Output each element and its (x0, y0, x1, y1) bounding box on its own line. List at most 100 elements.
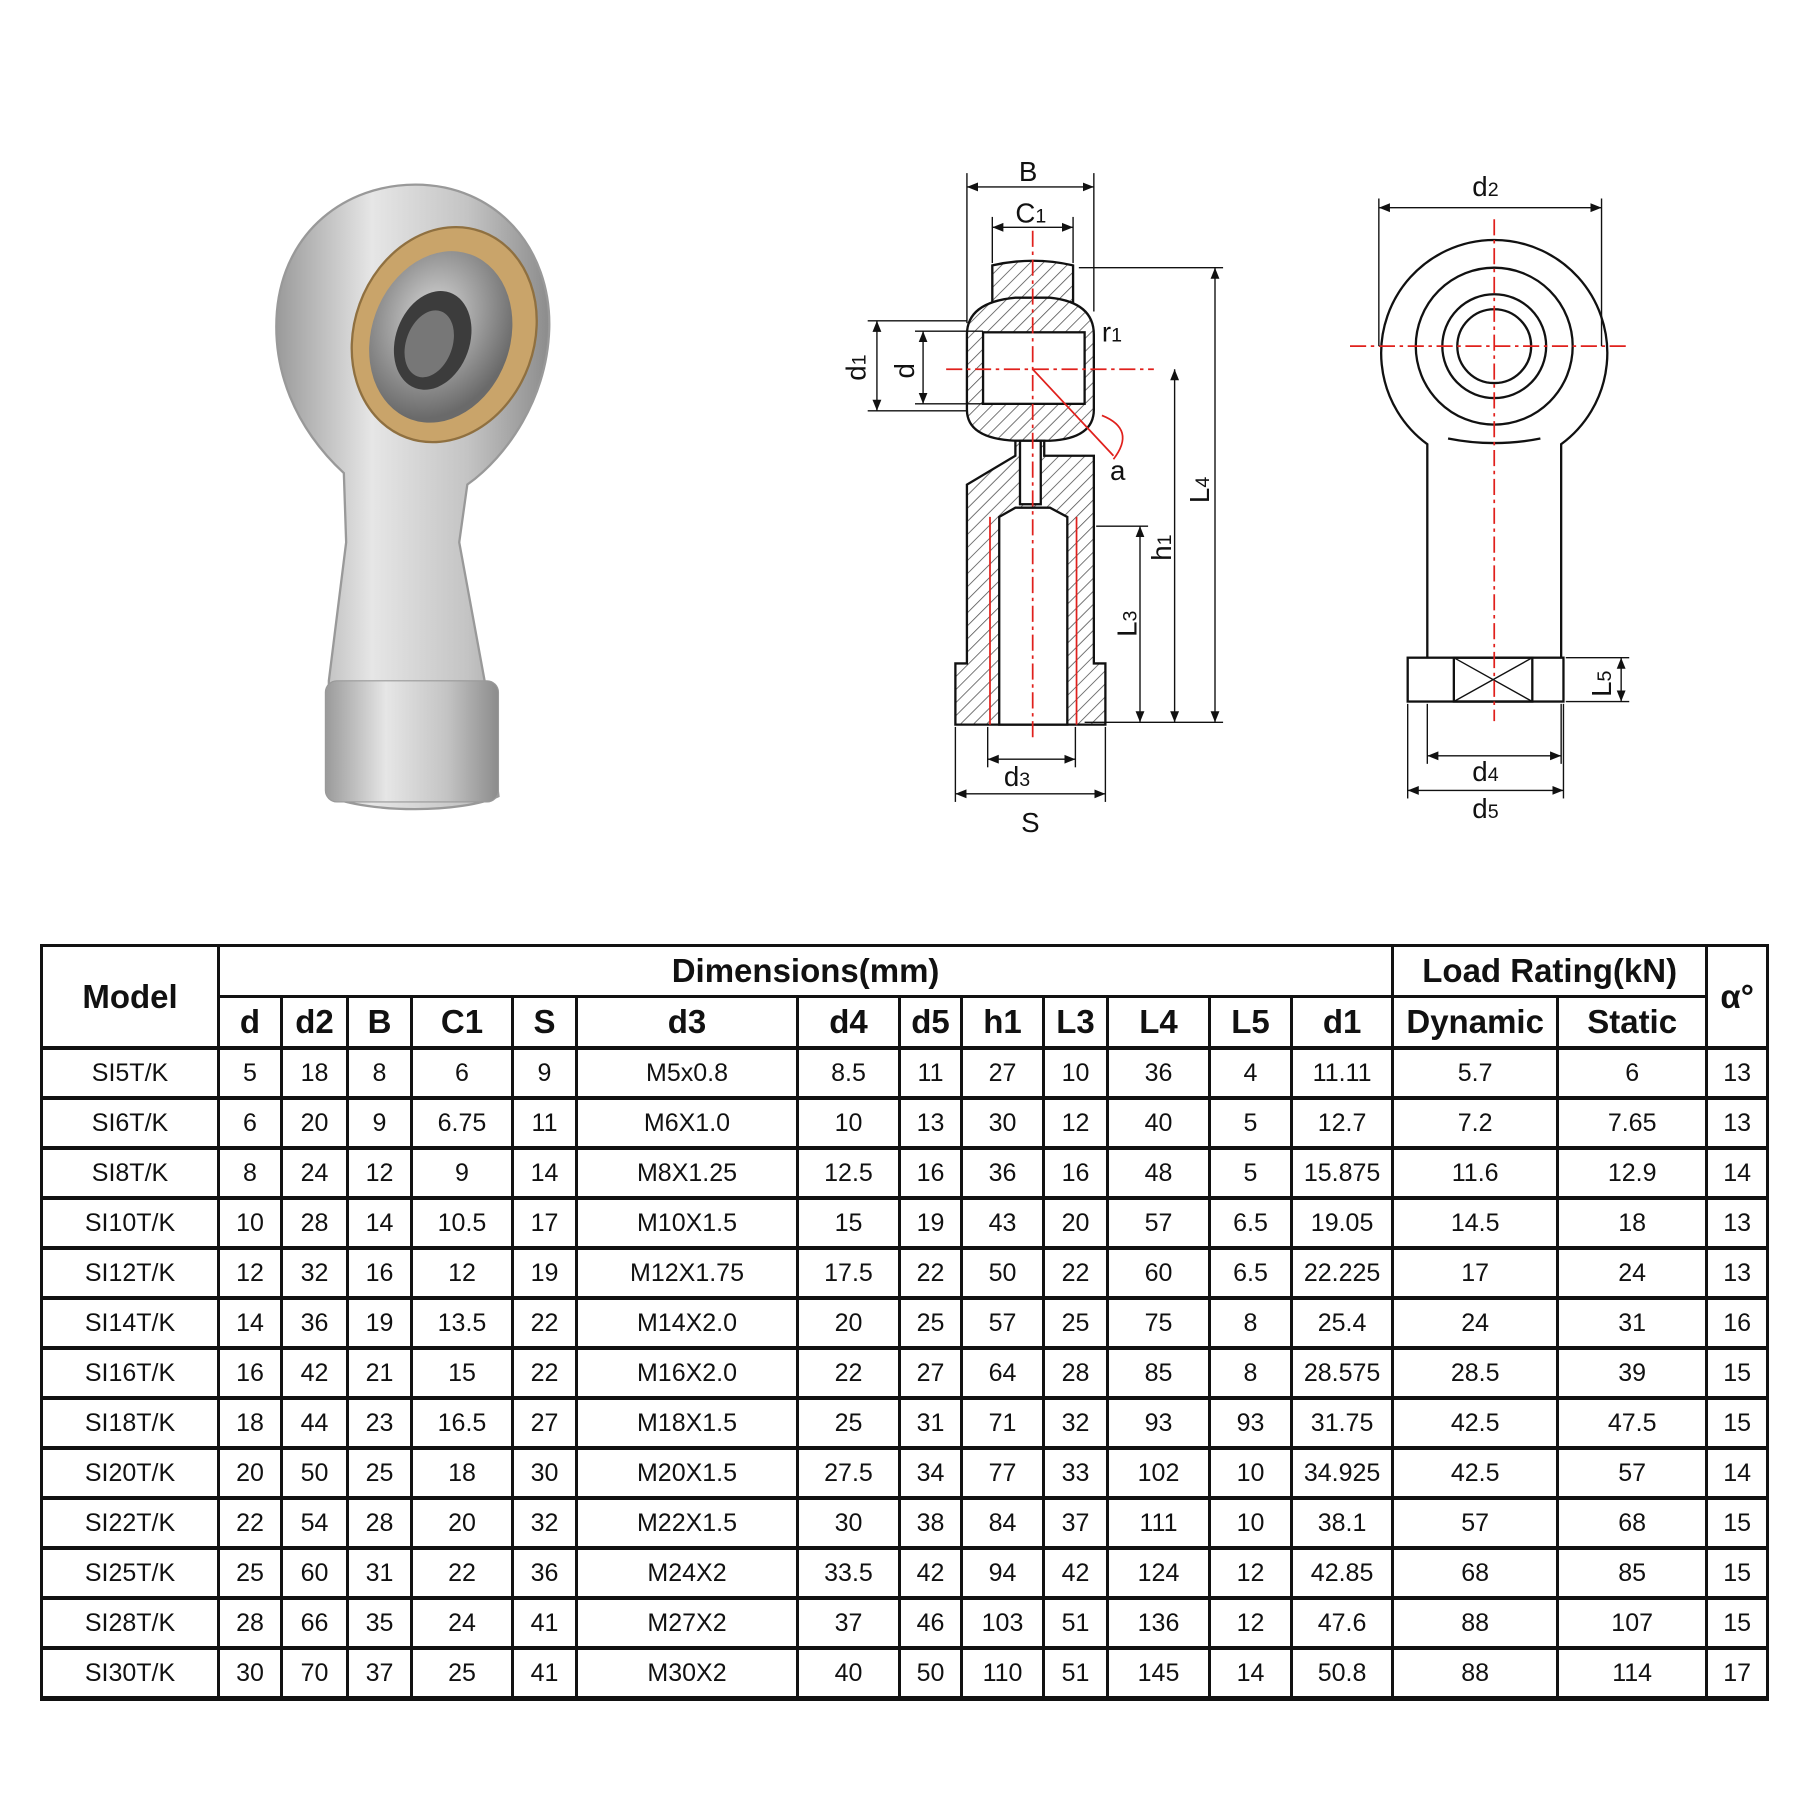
label-d1: d1 (840, 354, 871, 380)
table-cell: 50 (280, 1446, 349, 1500)
table-cell: 8 (217, 1146, 283, 1200)
table-cell: 35 (346, 1596, 413, 1650)
table-cell: 25 (346, 1446, 413, 1500)
table-cell: 11 (898, 1046, 963, 1100)
table-cell: 27 (511, 1396, 578, 1450)
model-cell: SI20T/K (40, 1446, 220, 1500)
label-h1: h1 (1146, 534, 1177, 560)
table-cell: 37 (796, 1596, 901, 1650)
table-cell: 50 (898, 1646, 963, 1700)
table-cell: 41 (511, 1596, 578, 1650)
table-cell: 20 (410, 1496, 514, 1550)
table-cell: 41 (511, 1646, 578, 1700)
section-view-drawing (867, 173, 1224, 802)
table-cell: 71 (960, 1396, 1045, 1450)
table-cell: 42 (280, 1346, 349, 1400)
table-cell: 18 (217, 1396, 283, 1450)
table-cell: 15 (1705, 1546, 1770, 1600)
table-cell: 11.11 (1289, 1046, 1395, 1100)
table-cell: 13 (1705, 1046, 1770, 1100)
table-cell: M6X1.0 (575, 1096, 799, 1150)
table-cell: 42 (898, 1546, 963, 1600)
table-cell: 42 (1042, 1546, 1109, 1600)
model-cell: SI14T/K (40, 1296, 220, 1350)
table-cell: 17 (1705, 1646, 1770, 1700)
table-cell: 77 (960, 1446, 1045, 1500)
table-cell: 34 (898, 1446, 963, 1500)
table-cell: 22 (511, 1296, 578, 1350)
table-cell: 12 (410, 1246, 514, 1300)
table-cell: 50 (960, 1246, 1045, 1300)
table-cell: 64 (960, 1346, 1045, 1400)
table-cell: 94 (960, 1546, 1045, 1600)
table-cell: 4 (1208, 1046, 1293, 1100)
table-cell: 10.5 (410, 1196, 514, 1250)
table-cell: 9 (346, 1096, 413, 1150)
model-cell: SI22T/K (40, 1496, 220, 1550)
table-cell: 60 (280, 1546, 349, 1600)
table-cell: 40 (1106, 1096, 1211, 1150)
table-cell: 85 (1106, 1346, 1211, 1400)
table-cell: 39 (1556, 1346, 1709, 1400)
table-cell: 37 (1042, 1496, 1109, 1550)
label-L4: L4 (1184, 477, 1215, 503)
table-cell: 15 (1705, 1346, 1770, 1400)
table-cell: M16X2.0 (575, 1346, 799, 1400)
table-cell: 18 (1556, 1196, 1709, 1250)
table-cell: 32 (1042, 1396, 1109, 1450)
table-cell: 31.75 (1289, 1396, 1395, 1450)
table-cell: 28 (1042, 1346, 1109, 1400)
table-cell: 28.5 (1391, 1346, 1560, 1400)
table-cell: 19 (898, 1196, 963, 1250)
table-cell: 8 (1208, 1346, 1293, 1400)
table-cell: 22 (217, 1496, 283, 1550)
model-cell: SI16T/K (40, 1346, 220, 1400)
column-header-dynamic: Dynamic (1391, 995, 1560, 1050)
table-cell: 12 (1208, 1596, 1293, 1650)
table-cell: 22.225 (1289, 1246, 1395, 1300)
table-cell: 57 (1556, 1446, 1709, 1500)
table-cell: 34.925 (1289, 1446, 1395, 1500)
table-cell: 13 (898, 1096, 963, 1150)
table-cell: 12.5 (796, 1146, 901, 1200)
table-cell: 5 (1208, 1096, 1293, 1150)
table-cell: 24 (410, 1596, 514, 1650)
table-cell: 11.6 (1391, 1146, 1560, 1200)
table-cell: 8.5 (796, 1046, 901, 1100)
table-cell: 114 (1556, 1646, 1709, 1700)
table-cell: 50.8 (1289, 1646, 1395, 1700)
table-cell: 15.875 (1289, 1146, 1395, 1200)
table-cell: 28 (280, 1196, 349, 1250)
table-cell: 136 (1106, 1596, 1211, 1650)
table-cell: 16 (898, 1146, 963, 1200)
column-header-l5: L5 (1208, 995, 1293, 1050)
specification-table: Model Dimensions(mm) Load Rating(kN) α° … (40, 944, 1770, 1701)
table-cell: 54 (280, 1496, 349, 1550)
table-cell: 15 (410, 1346, 514, 1400)
table-cell: 20 (796, 1296, 901, 1350)
table-cell: 30 (960, 1096, 1045, 1150)
table-cell: 32 (280, 1246, 349, 1300)
model-cell: SI28T/K (40, 1596, 220, 1650)
column-header-d: d (217, 995, 283, 1050)
table-cell: 124 (1106, 1546, 1211, 1600)
table-cell: 20 (1042, 1196, 1109, 1250)
table-cell: 5 (217, 1046, 283, 1100)
table-cell: 10 (217, 1196, 283, 1250)
table-cell: 15 (1705, 1496, 1770, 1550)
table-cell: 25 (1042, 1296, 1109, 1350)
table-cell: 42.5 (1391, 1446, 1560, 1500)
column-header-d2: d2 (280, 995, 349, 1050)
table-cell: 57 (1106, 1196, 1211, 1250)
table-cell: 10 (1208, 1446, 1293, 1500)
table-cell: 47.6 (1289, 1596, 1395, 1650)
table-cell: 11 (511, 1096, 578, 1150)
